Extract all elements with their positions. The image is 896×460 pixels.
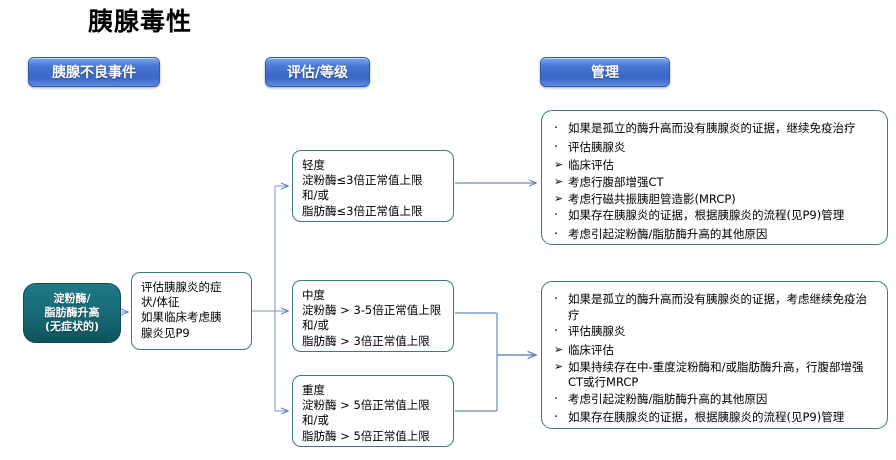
grade-line: 淀粉酶 > 5倍正常值上限 — [302, 398, 430, 413]
grade-line: 中度 — [302, 288, 325, 302]
bullet-arrow-icon: ➢ — [554, 359, 564, 373]
start-node-line-2: 脂肪酶升高 — [44, 306, 100, 320]
bullet-arrow-icon: ➢ — [554, 158, 564, 172]
header-button-label: 管理 — [591, 65, 619, 81]
management-item: · 如果是孤立的酶升高而没有胰腺炎的证据，继续免疫治疗 — [554, 121, 877, 139]
management-item-text: 临床评估 — [568, 158, 614, 173]
management-item: · 如果存在胰腺炎的证据，根据胰腺炎的流程(见P9)管理 — [554, 208, 877, 226]
management-item-text: 如果持续存在中-重度淀粉酶和/或脂肪酶升高，行腹部增强CT或行MRCP — [568, 359, 864, 390]
bullet-dot-icon: · — [554, 139, 559, 155]
bullet-dot-icon: · — [554, 391, 559, 407]
management-item-text: 评估胰腺炎 — [568, 324, 626, 339]
management-box-mild[interactable]: · 如果是孤立的酶升高而没有胰腺炎的证据，继续免疫治疗 · 评估胰腺炎 ➢ 临床… — [541, 110, 888, 245]
management-item-text: 考虑引起淀粉酶/脂肪酶升高的其他原因 — [568, 391, 768, 406]
bullet-arrow-icon: ➢ — [554, 342, 564, 356]
management-item-text: 如果存在胰腺炎的证据，根据胰腺炎的流程(见P9)管理 — [568, 410, 845, 425]
grade-line: 和/或 — [302, 413, 329, 428]
grade-box-mild[interactable]: 轻度 淀粉酶≤3倍正常值上限 和/或 脂肪酶≤3倍正常值上限 — [292, 150, 454, 222]
management-box-moderate-severe[interactable]: · 如果是孤立的酶升高而没有胰腺炎的证据，考虑继续免疫治疗 · 评估胰腺炎 ➢ … — [541, 281, 888, 429]
header-button-adverse-events[interactable]: 胰腺不良事件 — [28, 57, 160, 87]
management-item-text: 评估胰腺炎 — [568, 139, 626, 154]
start-node-line-3: (无症状的) — [44, 319, 100, 333]
evaluation-box[interactable]: 评估胰腺炎的症 状/体征 如果临床考虑胰 腺炎见P9 — [131, 272, 252, 350]
header-button-management[interactable]: 管理 — [540, 57, 670, 87]
bullet-dot-icon: · — [554, 121, 559, 136]
management-item: · 如果是孤立的酶升高而没有胰腺炎的证据，考虑继续免疫治疗 — [554, 292, 877, 323]
grade-line: 淀粉酶≤3倍正常值上限 — [302, 173, 423, 188]
management-item: · 如果存在胰腺炎的证据，根据胰腺炎的流程(见P9)管理 — [554, 410, 877, 428]
bullet-dot-icon: · — [554, 324, 559, 340]
evaluation-line: 腺炎见P9 — [141, 325, 190, 340]
page-title: 胰腺毒性 — [88, 7, 193, 36]
management-item: ➢ 如果持续存在中-重度淀粉酶和/或脂肪酶升高，行腹部增强CT或行MRCP — [554, 360, 877, 391]
management-item: ➢ 临床评估 — [554, 158, 877, 174]
evaluation-line: 如果临床考虑胰 — [141, 310, 222, 325]
management-item: ➢ 考虑行磁共振胰胆管造影(MRCP) — [554, 192, 877, 208]
evaluation-line: 评估胰腺炎的症 — [141, 280, 222, 294]
management-item-text: 考虑行腹部增强CT — [568, 174, 664, 189]
grade-line: 和/或 — [302, 318, 329, 333]
bullet-arrow-icon: ➢ — [554, 191, 564, 205]
grade-line: 淀粉酶 > 3-5倍正常值上限 — [302, 303, 442, 318]
bullet-dot-icon: · — [554, 410, 559, 426]
grade-box-severe[interactable]: 重度 淀粉酶 > 5倍正常值上限 和/或 脂肪酶 > 5倍正常值上限 — [292, 375, 454, 447]
management-item-text: 考虑引起淀粉酶/脂肪酶升高的其他原因 — [568, 226, 768, 241]
management-item: · 考虑引起淀粉酶/脂肪酶升高的其他原因 — [554, 392, 877, 410]
management-item-text: 考虑行磁共振胰胆管造影(MRCP) — [568, 191, 736, 206]
header-button-assessment-grade[interactable]: 评估/等级 — [265, 57, 370, 87]
grade-line: 和/或 — [302, 188, 329, 203]
evaluation-line: 状/体征 — [141, 295, 180, 310]
grade-line: 重度 — [302, 383, 325, 397]
grade-line: 脂肪酶 > 3倍正常值上限 — [302, 333, 430, 348]
grade-line: 轻度 — [302, 158, 325, 172]
management-item-text: 如果是孤立的酶升高而没有胰腺炎的证据，考虑继续免疫治疗 — [568, 292, 867, 322]
bullet-arrow-icon: ➢ — [554, 174, 564, 188]
management-item-text: 临床评估 — [568, 342, 614, 357]
grade-line: 脂肪酶≤3倍正常值上限 — [302, 203, 423, 218]
header-button-label: 胰腺不良事件 — [52, 65, 136, 81]
management-item: · 评估胰腺炎 — [554, 324, 877, 342]
management-item: · 考虑引起淀粉酶/脂肪酶升高的其他原因 — [554, 227, 877, 245]
grade-box-moderate[interactable]: 中度 淀粉酶 > 3-5倍正常值上限 和/或 脂肪酶 > 3倍正常值上限 — [292, 280, 454, 352]
bullet-dot-icon: · — [554, 208, 559, 224]
header-button-label: 评估/等级 — [286, 65, 349, 81]
start-node-line-1: 淀粉酶/ — [53, 292, 91, 306]
management-item: ➢ 考虑行腹部增强CT — [554, 175, 877, 191]
management-item: ➢ 临床评估 — [554, 343, 877, 359]
management-item-text: 如果存在胰腺炎的证据，根据胰腺炎的流程(见P9)管理 — [568, 208, 845, 223]
bullet-dot-icon: · — [554, 292, 559, 307]
grade-line: 脂肪酶 > 5倍正常值上限 — [302, 428, 430, 443]
bullet-dot-icon: · — [554, 226, 559, 242]
management-item: · 评估胰腺炎 — [554, 140, 877, 158]
start-node-enzyme-elevation[interactable]: 淀粉酶/ 脂肪酶升高 (无症状的) — [23, 283, 121, 343]
management-item-text: 如果是孤立的酶升高而没有胰腺炎的证据，继续免疫治疗 — [568, 121, 856, 135]
